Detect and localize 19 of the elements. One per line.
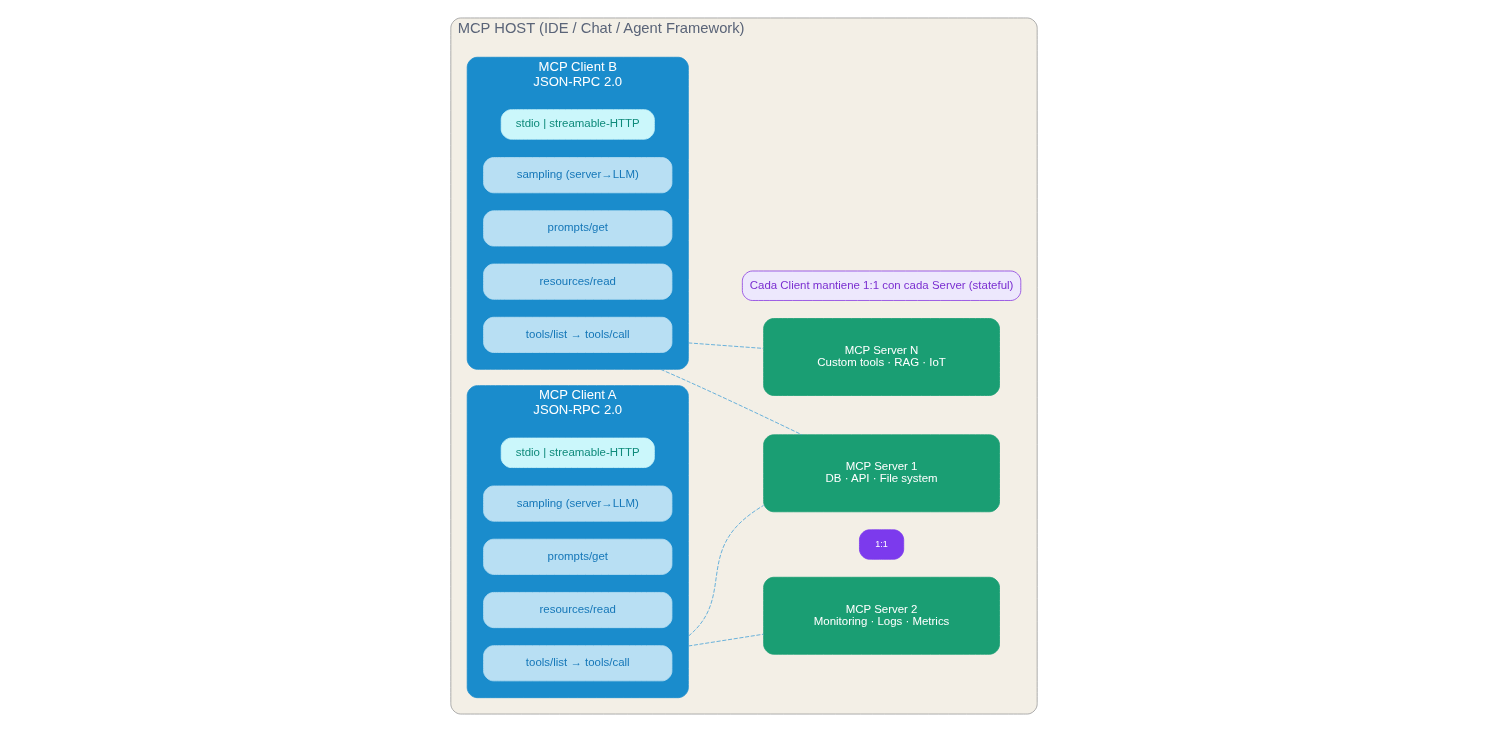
- node-box: tools/list → tools/call: [483, 316, 673, 353]
- node-box: prompts/get: [483, 538, 673, 575]
- node-box: tools/list → tools/call: [483, 645, 673, 682]
- node-box: 1:1: [859, 529, 905, 560]
- node-box: stdio | streamable-HTTP: [500, 437, 655, 468]
- node-box: stdio | streamable-HTTP: [500, 109, 655, 140]
- node-box: resources/read: [483, 263, 673, 300]
- connector: [687, 633, 764, 647]
- connector: [660, 368, 803, 436]
- node-box: MCP Server 1 DB · API · File system: [763, 434, 1000, 513]
- node-box: prompts/get: [483, 210, 673, 247]
- connector: [687, 505, 764, 637]
- node-box: Cada Client mantiene 1:1 con cada Server (stateful): [741, 270, 1022, 301]
- node-box: MCP Server N Custom tools · RAG · IoT: [763, 318, 1000, 396]
- node-box: resources/read: [483, 592, 673, 629]
- node-box: MCP Server 2 Monitoring · Logs · Metrics: [763, 576, 1000, 655]
- connector: [687, 342, 764, 349]
- node-box: sampling (server→LLM): [483, 485, 673, 522]
- node-box: sampling (server→LLM): [483, 157, 673, 194]
